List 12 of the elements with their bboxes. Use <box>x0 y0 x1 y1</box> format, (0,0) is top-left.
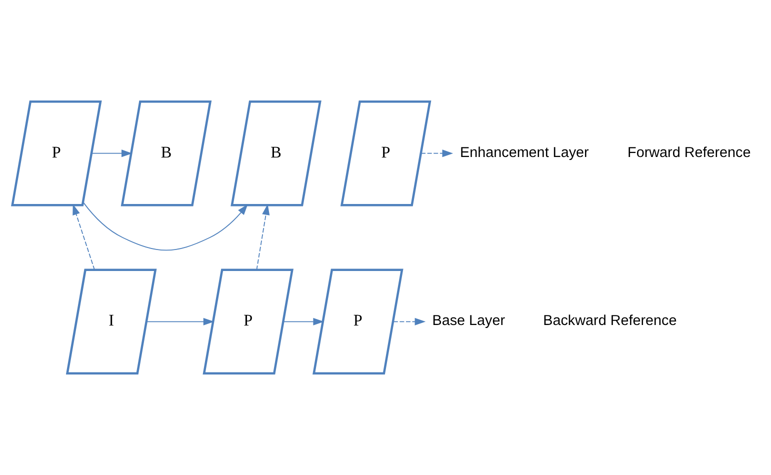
arrow <box>72 204 95 270</box>
arrow <box>82 202 248 251</box>
arrow <box>282 318 324 326</box>
label: Backward Reference <box>543 313 677 330</box>
arrow <box>91 150 132 158</box>
label: Forward Reference <box>628 144 751 161</box>
arrow <box>256 204 270 270</box>
node-text: Enhancement Layer <box>460 144 589 161</box>
arrow <box>146 318 214 326</box>
arrow <box>420 150 454 158</box>
arrow <box>392 318 426 326</box>
node-text: Base Layer <box>432 313 506 330</box>
